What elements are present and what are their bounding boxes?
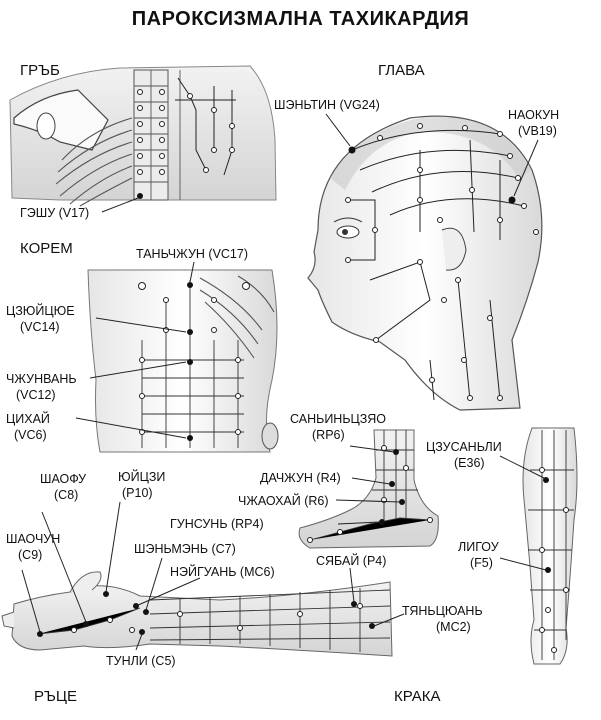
point-label-shentin: ШЭНЬТИН (VG24) (274, 98, 380, 112)
foot-figure (298, 429, 439, 549)
point-label-chzhunvan: ЧЖУНВАНЬ (6, 372, 77, 386)
point-label-tunli: ТУНЛИ (C5) (106, 654, 176, 668)
section-head: ГЛАВА (378, 62, 425, 79)
point-label-geshu: ГЭШУ (V17) (20, 206, 90, 220)
point-label-shaochun-code: (C9) (18, 548, 43, 562)
point-label-tszusanli: ЦЗУСАНЬЛИ (426, 440, 502, 454)
point-label-tsihay: ЦИХАЙ (6, 412, 50, 426)
point-label-tsihay-code: (VC6) (14, 428, 47, 442)
point-label-saninsyao: САНЬИНЬЦЗЯО (290, 412, 386, 426)
arm-figure (1, 501, 405, 657)
point-label-shaofu: ШАОФУ (40, 472, 87, 486)
point-label-shaochun: ШАОЧУН (6, 532, 61, 546)
point-label-shenmen: ШЭНЬМЭНЬ (C7) (134, 542, 236, 556)
abdomen-figure (75, 261, 279, 453)
leg-figure (499, 427, 578, 665)
point-label-syabay: СЯБАЙ (P4) (316, 554, 387, 568)
point-label-chzhunvan-code: (VC12) (16, 388, 56, 402)
back-figure (9, 65, 277, 213)
point-label-dachzhun: ДАЧЖУН (R4) (260, 471, 341, 485)
point-label-chzhaohay: ЧЖАОХАЙ (R6) (238, 494, 329, 508)
head-figure (307, 113, 543, 411)
point-label-shaofu-code: (C8) (54, 488, 79, 502)
point-label-neyguan: НЭЙГУАНЬ (MC6) (170, 565, 275, 579)
section-hands: РЪЦЕ (34, 688, 77, 705)
point-label-tanchzhun: ТАНЬЧЖУН (VC17) (136, 247, 248, 261)
point-label-yuytszi-code: (P10) (122, 486, 153, 500)
point-label-tyantsyuan: ТЯНЬЦЮАНЬ (402, 604, 483, 618)
point-label-naokun-code: (VB19) (518, 124, 557, 138)
point-label-yuytszi: ЮЙЦЗИ (118, 470, 166, 484)
point-label-ligou: ЛИГОУ (458, 540, 499, 554)
section-legs: КРАКА (394, 688, 441, 705)
point-label-tszyuytsyue: ЦЗЮЙЦЮЕ (6, 304, 75, 318)
point-label-tyantsyuan-code: (MC2) (436, 620, 471, 634)
point-label-tszyuytsyue-code: (VC14) (20, 320, 60, 334)
page-title: ПАРОКСИЗМАЛНА ТАХИКАРДИЯ (131, 8, 470, 30)
point-label-ligou-code: (F5) (470, 556, 493, 570)
point-label-naokun: НАОКУН (508, 108, 560, 122)
section-back: ГРЪБ (20, 62, 60, 79)
point-label-gunsun: ГУНСУНЬ (RP4) (170, 517, 264, 531)
point-label-saninsyao-code: (RP6) (312, 428, 345, 442)
section-abdomen: КОРЕМ (20, 240, 73, 257)
point-label-tszusanli-code: (E36) (454, 456, 485, 470)
